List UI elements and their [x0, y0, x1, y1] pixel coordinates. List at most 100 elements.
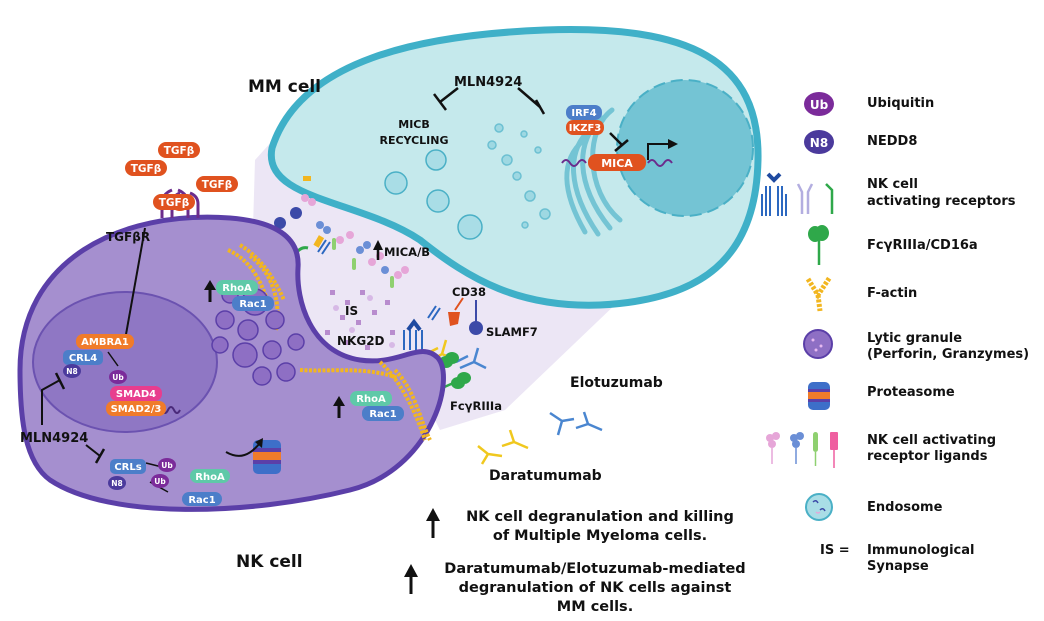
svg-text:RhoA: RhoA [356, 394, 386, 405]
pill-smad23: SMAD2/3 [106, 401, 166, 416]
svg-text:RhoA: RhoA [195, 472, 225, 483]
note2-line3: MM cells. [556, 599, 634, 615]
mm-cell-label: MM cell [248, 77, 321, 97]
endosome [457, 214, 483, 240]
mln4924-top-label: MLN4924 [454, 75, 522, 90]
svg-text:N8: N8 [66, 367, 78, 376]
pill-rac1: Rac1 [182, 492, 222, 506]
note2-line2: degranulation of NK cells against [458, 580, 732, 596]
nedd8-icon: N8 [804, 130, 834, 154]
is-key: IS = [820, 543, 850, 558]
svg-text:N8: N8 [810, 136, 828, 150]
proteasome-icon [808, 382, 830, 410]
proteasome [253, 440, 281, 474]
micb-recycling-label: RECYCLING [379, 134, 448, 147]
note1-line1: NK cell degranulation and killing [466, 509, 734, 525]
nk-cell [17, 214, 446, 512]
elotuzumab-label: Elotuzumab [570, 375, 663, 391]
mln4924-left-label: MLN4924 [20, 431, 88, 446]
n8-nedd8: N8 [108, 476, 126, 490]
endosome [384, 171, 408, 195]
up-arrow-icon [204, 280, 216, 302]
ubiquitin-icon: Ub [804, 92, 834, 116]
receptor-ligands-icon [766, 432, 838, 468]
ub-ubiquitin: Ub [109, 370, 127, 384]
svg-text:TGFβ: TGFβ [202, 179, 233, 191]
pill-rhoa: RhoA [216, 280, 258, 295]
svg-text:SMAD2/3: SMAD2/3 [111, 404, 162, 415]
nk-cell-label: NK cell [236, 552, 303, 572]
slamf7-receptor [469, 321, 483, 335]
svg-text:CRLs: CRLs [114, 462, 141, 473]
pill-rac1: Rac1 [362, 406, 404, 421]
svg-text:Ub: Ub [112, 373, 124, 382]
mica-b-label: MICA/B [384, 245, 430, 259]
ub-ubiquitin: Ub [151, 474, 169, 488]
pill-ikzf3: IKZF3 [566, 120, 604, 135]
svg-text:IRF4: IRF4 [571, 108, 596, 119]
lytic-granule-icon [803, 329, 833, 359]
endosome [425, 149, 447, 171]
nk-nucleus [32, 291, 218, 433]
nk-receptors-icon [761, 172, 834, 216]
slamf7-label: SLAMF7 [486, 325, 538, 339]
daratumumab-label: Daratumumab [489, 468, 602, 484]
up-arrow-icon [373, 240, 383, 260]
mln4924-inhibition-lines [433, 87, 629, 152]
micb-recycling-label: MICB [398, 118, 430, 131]
svg-text:Ub: Ub [154, 477, 166, 486]
up-arrow-icon [404, 564, 418, 594]
svg-text:N8: N8 [111, 479, 123, 488]
svg-text:Rac1: Rac1 [188, 495, 215, 506]
cd38-label: CD38 [452, 285, 486, 299]
pill-tgfb: TGFβ [125, 160, 167, 176]
transcription-arrow-icon [647, 143, 668, 160]
svg-text:Rac1: Rac1 [239, 299, 266, 310]
svg-text:AMBRA1: AMBRA1 [81, 337, 129, 348]
pill-irf4: IRF4 [566, 105, 602, 120]
fcgr-icon [808, 225, 829, 265]
pill-crl4: CRL4 [63, 350, 103, 365]
pill-mica: MICA [588, 154, 646, 171]
vesicles [487, 123, 551, 229]
up-arrow-icon [426, 508, 440, 538]
cd38-receptor [448, 312, 460, 326]
svg-text:Ub: Ub [810, 98, 829, 112]
pill-rhoa: RhoA [190, 469, 230, 483]
endosome [426, 189, 450, 213]
pill-crls: CRLs [110, 459, 146, 474]
svg-text:RhoA: RhoA [222, 283, 252, 294]
svg-text:CRL4: CRL4 [69, 353, 97, 364]
endosomes [384, 149, 483, 240]
svg-text:TGFβ: TGFβ [131, 163, 162, 175]
svg-text:TGFβ: TGFβ [164, 145, 195, 157]
mm-cell [267, 26, 762, 309]
pill-ambra1: AMBRA1 [76, 334, 134, 349]
svg-text:Ub: Ub [161, 461, 173, 470]
daratumumab-antibodies [477, 429, 529, 465]
is-def-line1: Immunological [867, 543, 975, 558]
nkg2d-label: NKG2D [337, 334, 385, 348]
svg-text:Rac1: Rac1 [369, 409, 396, 420]
elotuzumab-antibodies [549, 411, 603, 436]
note2-line1: Daratumumab/Elotuzumab-mediated [444, 561, 746, 577]
pill-tgfb: TGFβ [196, 176, 238, 192]
pill-rac1: Rac1 [232, 296, 274, 311]
pill-rhoa: RhoA [350, 391, 392, 406]
note1-line2: of Multiple Myeloma cells. [492, 528, 708, 544]
svg-text:TGFβ: TGFβ [159, 197, 190, 209]
synapse-receptors [264, 176, 487, 394]
f-actin-icon [805, 275, 833, 312]
svg-text:SMAD4: SMAD4 [116, 389, 156, 400]
svg-text:IKZF3: IKZF3 [569, 123, 602, 134]
ub-ubiquitin: Ub [158, 458, 176, 472]
pill-tgfb: TGFβ [158, 142, 200, 158]
is-def-line2: Synapse [867, 559, 929, 574]
n8-nedd8: N8 [63, 364, 81, 378]
fcgr-label: FcγRIIIa [450, 399, 502, 413]
dna-strand [561, 159, 673, 167]
up-arrow-icon [333, 396, 345, 418]
tgfbr-label: TGFβR [106, 230, 150, 244]
svg-text:MICA: MICA [601, 157, 633, 170]
